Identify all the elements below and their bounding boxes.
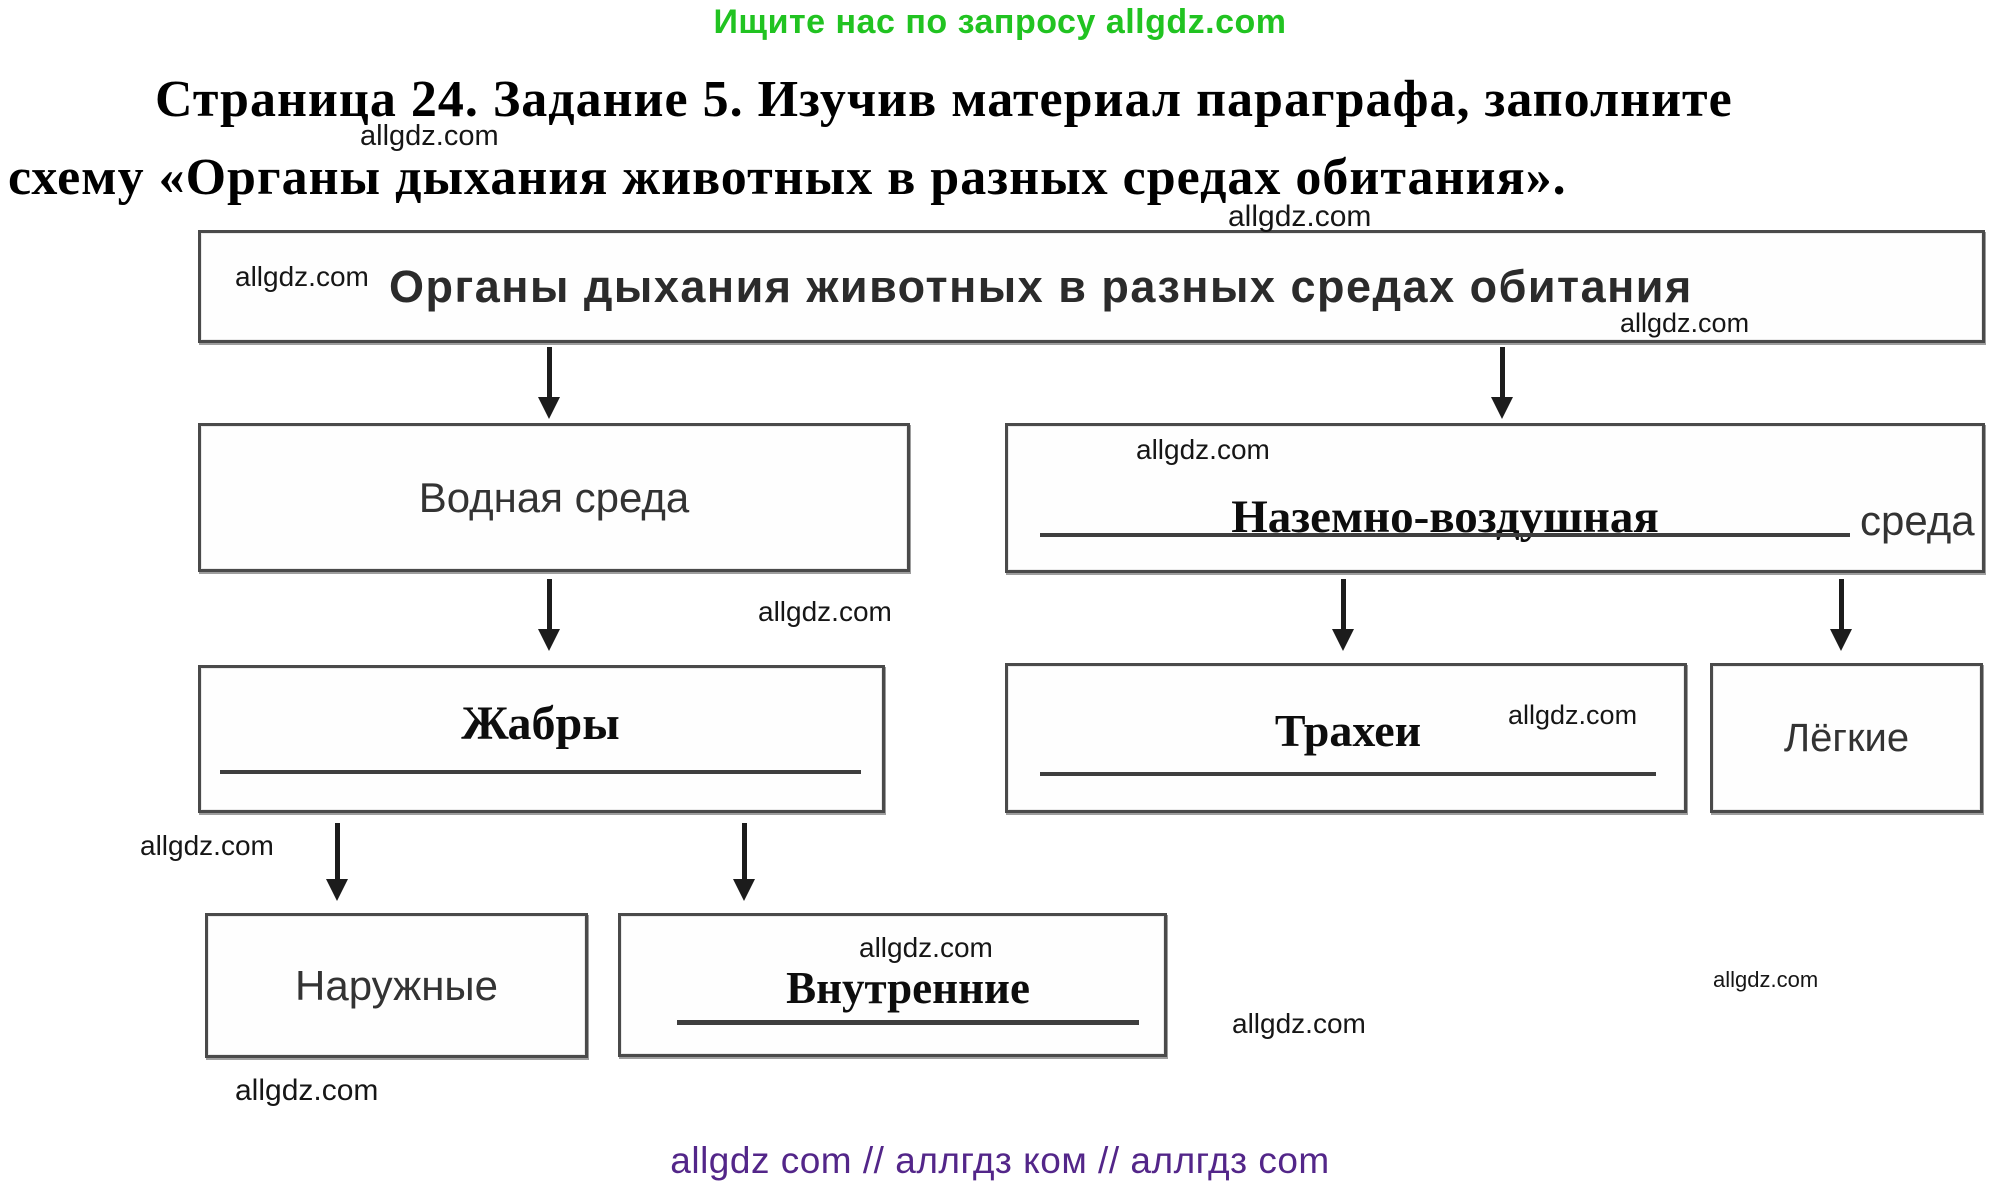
- watermark: allgdz.com: [1508, 700, 1638, 730]
- promo-banner: Ищите нас по запросу allgdz.com: [713, 3, 1287, 41]
- watermark: allgdz.com: [758, 596, 892, 627]
- watermark: allgdz.com: [1228, 200, 1372, 233]
- watermark: allgdz.com: [235, 261, 369, 292]
- scheme-box-external: Наружные: [205, 913, 588, 1058]
- scheme-root-box: allgdz.com Органы дыхания животных в раз…: [198, 230, 1985, 343]
- answer-underline: [1040, 772, 1656, 776]
- arrow-root-to-terrestrial: [1491, 347, 1513, 419]
- scheme-box-terrestrial: allgdz.com Наземно-воздушная среда: [1005, 423, 1985, 573]
- answer-underline: [677, 1020, 1139, 1025]
- watermark: allgdz.com: [235, 1074, 379, 1107]
- watermark: allgdz.com: [1136, 434, 1270, 465]
- arrow-aquatic-to-gills: [538, 579, 560, 651]
- arrow-gills-to-internal: [733, 823, 755, 901]
- arrow-gills-to-external: [326, 823, 348, 901]
- watermark: allgdz.com: [1232, 1008, 1366, 1039]
- external-label: Наружные: [295, 961, 498, 1009]
- tracheae-answer: Трахеи: [1274, 705, 1422, 756]
- terrestrial-suffix: среда: [1860, 497, 1975, 544]
- arrow-root-to-aquatic: [538, 347, 560, 419]
- task-heading-line2: схему «Органы дыхания животных в разных …: [8, 149, 1567, 206]
- scheme-box-gills: Жабры: [198, 665, 885, 813]
- watermark: allgdz.com: [1620, 308, 1750, 338]
- aquatic-label: Водная среда: [418, 473, 690, 521]
- scheme-box-aquatic: Водная среда: [198, 423, 910, 572]
- watermark: allgdz.com: [360, 120, 499, 152]
- footer-search-hints: allgdz com // аллгдз ком // аллгдз com: [670, 1140, 1330, 1181]
- answer-underline: [220, 770, 861, 774]
- arrow-terrestrial-to-lungs: [1830, 579, 1852, 651]
- watermark: allgdz.com: [1713, 967, 1819, 992]
- lungs-label: Лёгкие: [1783, 715, 1910, 760]
- watermark: allgdz.com: [859, 932, 993, 963]
- scheme-root-title: Органы дыхания животных в разных средах …: [389, 261, 1693, 312]
- scheme-box-internal: allgdz.com Внутренние: [618, 913, 1167, 1057]
- scheme-box-lungs: Лёгкие: [1710, 663, 1983, 813]
- watermark: allgdz.com: [140, 830, 274, 861]
- task-heading-line1: Страница 24. Задание 5. Изучив материал …: [155, 71, 1733, 128]
- internal-answer: Внутренние: [786, 963, 1030, 1013]
- scheme-box-tracheae: Трахеи allgdz.com: [1005, 663, 1687, 813]
- answer-underline: [1040, 533, 1850, 537]
- gills-answer: Жабры: [461, 697, 620, 750]
- arrow-terrestrial-to-tracheae: [1332, 579, 1354, 651]
